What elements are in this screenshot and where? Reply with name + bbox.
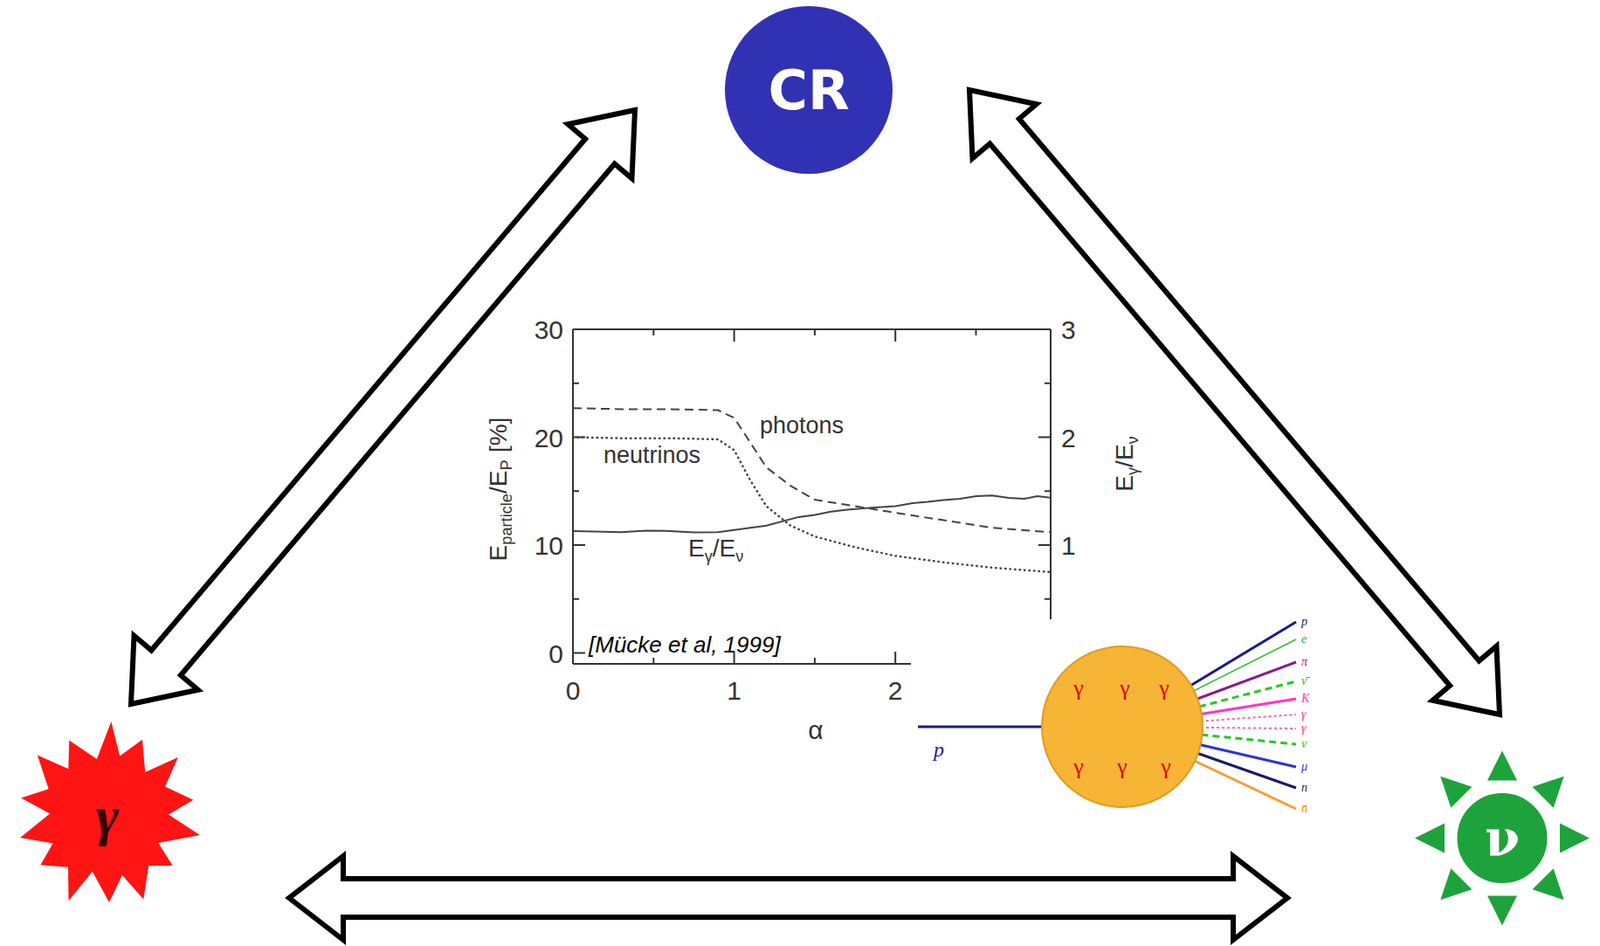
particle-label: e — [1301, 632, 1307, 646]
particle-label: p — [1301, 614, 1308, 628]
particle-label: μ — [1301, 759, 1308, 773]
sun-ray — [1440, 776, 1472, 808]
particle-label: K — [1301, 691, 1310, 705]
photons-curve — [572, 407, 1050, 532]
block-arrow — [289, 855, 1288, 940]
right-axis — [1049, 329, 1052, 620]
top-axis — [572, 328, 1051, 331]
incoming-proton-label: p — [933, 737, 945, 761]
axis-title-part: E — [484, 544, 512, 562]
gamma-star: γ — [10, 718, 205, 913]
field-photon-symbol: γ — [1073, 675, 1084, 702]
photon-field: γγγγγγ — [1040, 644, 1205, 809]
axis-tick-label: 10 — [534, 531, 564, 560]
sun-ray — [1532, 868, 1565, 900]
chart-frame — [572, 329, 1051, 664]
axis-title-part: P — [497, 459, 516, 470]
ratio-curve — [572, 495, 1050, 532]
text-group: Eγ/Eν — [1110, 435, 1143, 491]
curve-label-part: γ — [704, 547, 713, 566]
axis-tick-label: 30 — [534, 315, 564, 345]
particle-label: n̄ — [1301, 801, 1308, 815]
citation: [Mücke et al, 1999] — [588, 632, 781, 658]
axis-title-part: γ — [1124, 467, 1142, 476]
sun-ray — [1532, 776, 1565, 808]
particle-label: n — [1301, 780, 1308, 794]
bottom-axis — [572, 662, 911, 665]
field-photon-symbol: γ — [1158, 675, 1170, 702]
starburst — [20, 721, 200, 903]
axis-ticks — [572, 329, 1051, 664]
particle-label: ν̄ — [1301, 674, 1307, 688]
axis-tick-label: 3 — [1061, 315, 1076, 345]
axis-tick-label: 2 — [1061, 422, 1076, 452]
node-symbol: CR — [767, 58, 849, 123]
field-photon-symbol: γ — [1117, 753, 1128, 780]
axis-tick-label: 0 — [565, 675, 581, 705]
particle-label: γ — [1301, 707, 1307, 721]
axis-title-part: E — [1110, 475, 1138, 492]
sun-ray — [1487, 896, 1518, 926]
cosmic-ray-circle: CR — [724, 6, 893, 174]
photon-field-shape — [1040, 644, 1205, 809]
axis-tick-label: 2 — [888, 675, 904, 705]
neutrino-sun: ν — [1410, 747, 1594, 929]
field-photon-symbol: γ — [1160, 753, 1172, 780]
field-photon-symbol: γ — [1073, 753, 1084, 780]
sun-ray — [1414, 823, 1445, 854]
axis-title-part: ν — [1124, 435, 1142, 444]
sun-ray — [1440, 868, 1472, 900]
node-symbol: ν — [1484, 808, 1520, 869]
particle-label: π — [1301, 655, 1308, 669]
particle-label: ν — [1301, 737, 1307, 751]
neutrinos-curve — [572, 437, 1050, 573]
axis-title-part: particle — [497, 493, 516, 545]
axis-title-part: [%] — [484, 417, 512, 453]
axis-tick-label: 1 — [1061, 531, 1076, 560]
block-arrow — [131, 110, 635, 704]
axis-tick-label: 0 — [548, 638, 564, 668]
axis-title-part: /E — [484, 470, 512, 494]
cosmic-ray-circle-outline — [724, 6, 893, 174]
axis-title-part: /E — [1110, 443, 1138, 467]
axis-title: α — [807, 715, 823, 745]
curve-label: photons — [759, 413, 844, 440]
sun-disc — [1455, 792, 1549, 885]
axis-tick-label: 1 — [726, 675, 742, 705]
curve-label: neutrinos — [603, 442, 701, 469]
axis-tick-label: 20 — [534, 422, 564, 452]
text-group: Eγ/Eν — [688, 534, 744, 566]
left-axis — [572, 329, 574, 664]
text-group: Eparticle/EP [%] — [484, 417, 517, 562]
curve-label-part: ν — [735, 547, 744, 566]
sun-ray — [1559, 823, 1590, 854]
node-symbol: γ — [96, 783, 120, 849]
block-arrow — [969, 89, 1500, 715]
curve-label-part: E — [688, 534, 705, 562]
particle-label: γ — [1301, 721, 1307, 735]
photon-field-outline — [1041, 646, 1203, 807]
sun-ray — [1487, 751, 1518, 781]
curve-label-part: /E — [712, 534, 736, 562]
field-photon-symbol: γ — [1119, 675, 1131, 702]
